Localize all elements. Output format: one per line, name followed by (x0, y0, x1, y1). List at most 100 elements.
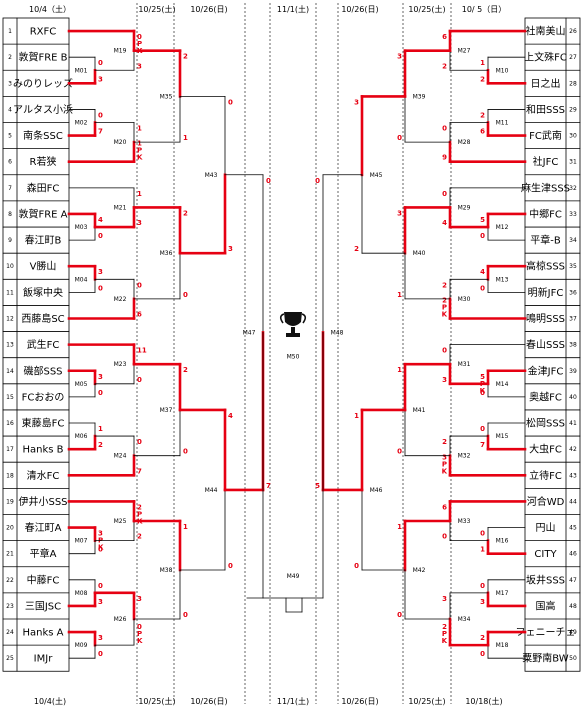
team-number: 33 (569, 211, 577, 218)
score: 3 (228, 245, 233, 253)
team-name: FCおおの (22, 391, 65, 403)
score-part: K (442, 310, 448, 318)
score: 6 (480, 128, 485, 136)
third-place-label: M49 (287, 573, 300, 580)
match-label: M02 (75, 120, 88, 127)
score: 1 (183, 134, 188, 142)
team-number: 36 (569, 289, 577, 296)
team-number: 21 (6, 551, 14, 558)
score: 0 (480, 232, 485, 240)
score: 2PK (442, 623, 448, 645)
score-part: 2 (442, 623, 447, 631)
score-part: 0 (137, 623, 142, 631)
team-number: 50 (569, 655, 577, 662)
score: 1 (397, 523, 402, 531)
team-name: 春山SSS (526, 339, 565, 351)
team-name: 伊井小SSS (18, 495, 67, 508)
team-number: 28 (569, 80, 577, 87)
score: 0 (98, 232, 103, 240)
team-number: 24 (6, 629, 14, 636)
score: 0 (183, 611, 188, 619)
score-part: P (137, 630, 142, 638)
score-part: P (442, 630, 447, 638)
team-number: 32 (569, 185, 577, 192)
team-name: 松岡SSS (526, 417, 565, 430)
score: 6 (137, 310, 142, 318)
score: 0 (98, 650, 103, 658)
trophy-icon (279, 312, 307, 337)
team-name: フェニーチェ (516, 627, 576, 639)
team-number: 11 (6, 289, 14, 296)
score: 0 (442, 125, 447, 133)
match-label: M07 (75, 538, 88, 545)
score-part: P (137, 40, 142, 48)
match-label: M09 (75, 642, 88, 649)
team-number: 31 (569, 159, 577, 166)
header-date: 10/25(土) (408, 4, 445, 14)
match-label: M44 (205, 487, 218, 494)
team-number: 3 (8, 80, 12, 87)
team-name: 中藤FC (27, 573, 60, 586)
team-name: 敦賀FRE B (18, 51, 67, 64)
match-label: M11 (496, 120, 509, 127)
match-label: M46 (370, 487, 383, 494)
match-label: M03 (75, 224, 88, 231)
score: 0 (442, 533, 447, 541)
score: 0 (480, 650, 485, 658)
header-date: 10/25(土) (138, 4, 175, 14)
team-number: 43 (569, 472, 577, 479)
team-number: 12 (6, 315, 14, 322)
team-number: 46 (569, 551, 577, 558)
score: 1 (480, 59, 485, 67)
team-number: 13 (6, 342, 14, 349)
score: 3 (98, 75, 103, 83)
score: 4 (98, 216, 103, 224)
score: 3 (98, 268, 103, 276)
score: 2 (98, 441, 103, 449)
match-label: M04 (75, 276, 88, 283)
match-label: M18 (496, 642, 509, 649)
team-number: 26 (569, 28, 577, 35)
match-label: M33 (458, 518, 471, 525)
footer-date: 10/25(土) (138, 696, 175, 706)
match-label: M31 (458, 361, 471, 368)
match-label: M24 (114, 453, 127, 460)
team-number: 4 (8, 106, 12, 113)
score: 2 (183, 53, 188, 61)
score: 0 (266, 177, 271, 185)
score: 3 (397, 209, 402, 217)
score-part: K (137, 154, 143, 162)
team-name: CITY (534, 549, 557, 560)
score: 7 (98, 128, 103, 136)
team-number: 49 (569, 629, 577, 636)
header-date: 10/ 5（日） (462, 5, 507, 14)
team-name: 春江町B (25, 235, 62, 247)
match-label: M22 (114, 296, 127, 303)
team-name: 西藤島SC (21, 312, 64, 325)
team-name: 奥越FC (529, 390, 562, 403)
score-part: 2 (137, 503, 142, 511)
score: 3 (137, 62, 142, 70)
score: 3 (397, 53, 402, 61)
match-label: M38 (160, 567, 173, 574)
score: 2 (480, 75, 485, 83)
score: 2 (183, 209, 188, 217)
score-part: K (442, 637, 448, 645)
match-label: M35 (160, 93, 173, 100)
team-number: 18 (6, 472, 14, 479)
team-name: 飯塚中央 (23, 286, 63, 299)
team-name: FC武南 (529, 129, 562, 142)
match-label: M28 (458, 139, 471, 146)
score: 3 (137, 219, 142, 227)
match-label: M05 (75, 381, 88, 388)
score: 3PK (442, 453, 448, 475)
team-name: 金津JFC (528, 364, 564, 377)
score: 5 (315, 482, 320, 490)
match-label: M40 (413, 250, 426, 257)
match-label: M42 (413, 567, 426, 574)
team-name: 円山 (536, 522, 556, 534)
team-number: 19 (6, 498, 14, 505)
score: 7 (137, 467, 142, 475)
score: 2PK (442, 296, 448, 318)
team-number: 42 (569, 446, 577, 453)
